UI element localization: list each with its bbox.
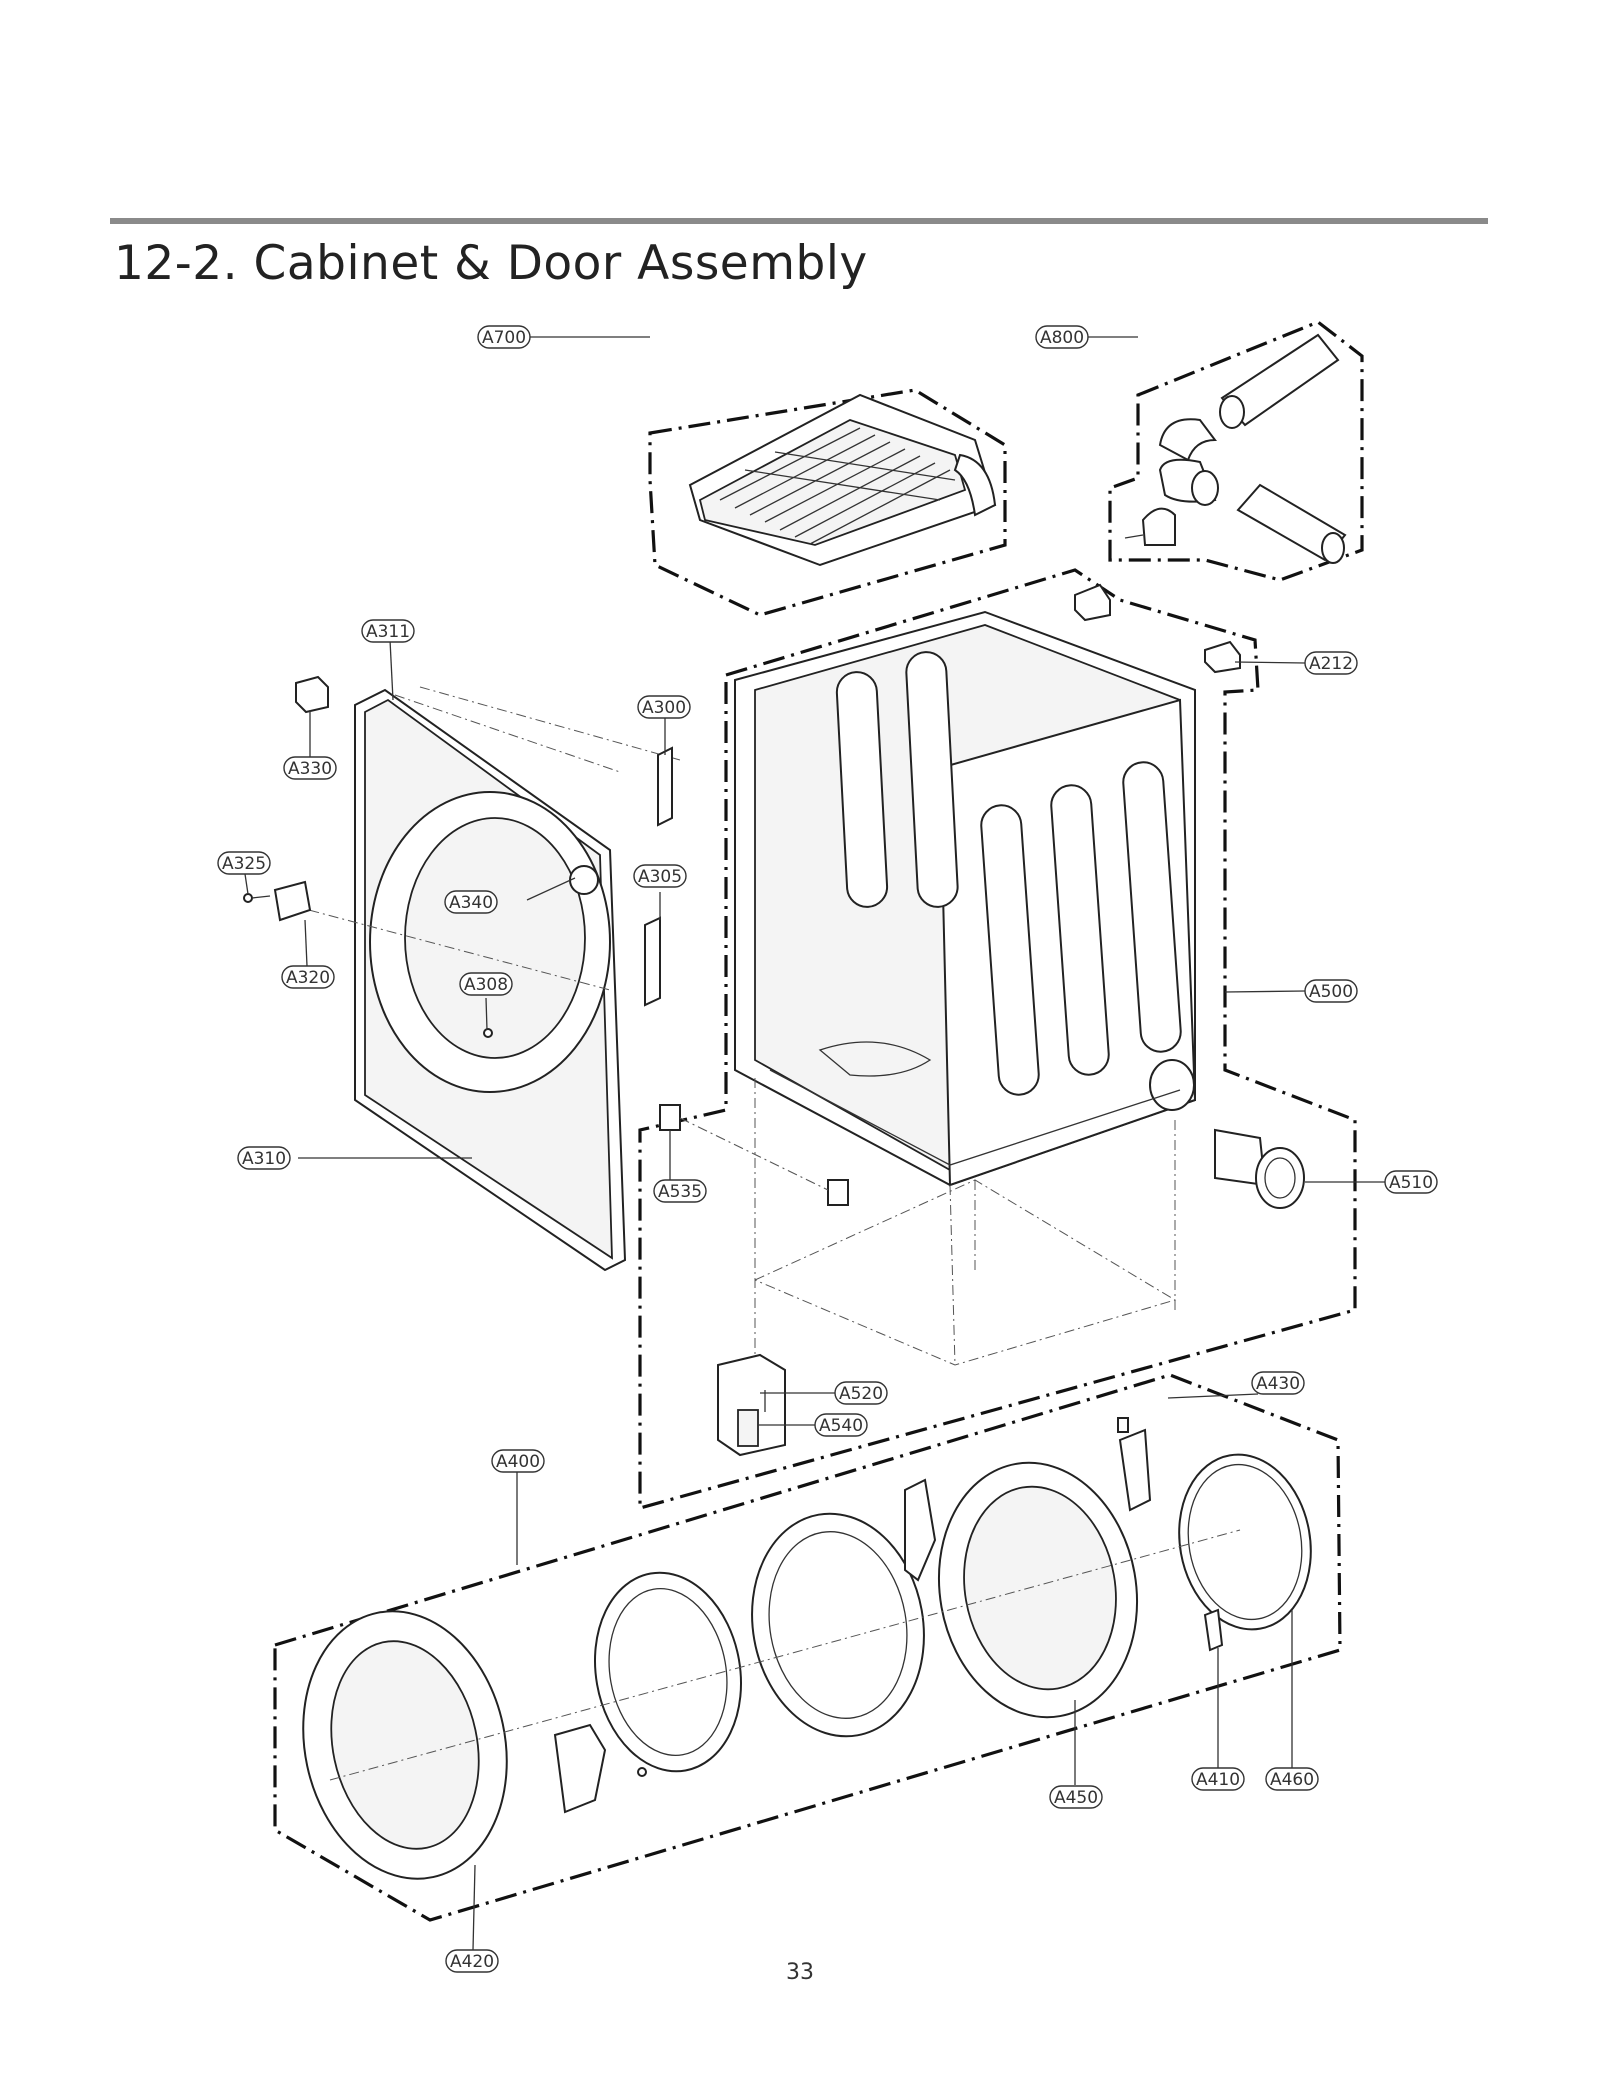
svg-text:A450: A450 bbox=[1054, 1788, 1098, 1808]
label-a520: A520 bbox=[834, 1381, 888, 1405]
svg-text:A310: A310 bbox=[242, 1149, 286, 1169]
svg-text:A305: A305 bbox=[638, 867, 682, 887]
svg-text:A410: A410 bbox=[1196, 1770, 1240, 1790]
label-a340: A340 bbox=[444, 890, 498, 914]
label-a450: A450 bbox=[1049, 1785, 1103, 1809]
label-a330: A330 bbox=[283, 756, 337, 780]
svg-text:A430: A430 bbox=[1256, 1374, 1300, 1394]
hinge-bracket-part bbox=[1074, 583, 1241, 674]
label-a800: A800 bbox=[1035, 325, 1089, 349]
page-number: 33 bbox=[786, 1960, 814, 1985]
svg-text:A800: A800 bbox=[1040, 328, 1084, 348]
top-cover-part bbox=[688, 393, 997, 567]
label-a500: A500 bbox=[1304, 979, 1358, 1003]
svg-text:A500: A500 bbox=[1309, 982, 1353, 1002]
label-a320: A320 bbox=[281, 965, 335, 989]
label-a420: A420 bbox=[445, 1949, 499, 1973]
door-assembly-parts bbox=[302, 1417, 1312, 1880]
svg-text:A540: A540 bbox=[819, 1416, 863, 1436]
cabinet-body-part bbox=[734, 610, 1197, 1187]
label-a540: A540 bbox=[814, 1413, 868, 1437]
svg-text:A400: A400 bbox=[496, 1452, 540, 1472]
svg-text:A340: A340 bbox=[449, 893, 493, 913]
leg-bracket-part bbox=[717, 1353, 786, 1457]
label-a510: A510 bbox=[1384, 1170, 1438, 1194]
label-a310: A310 bbox=[237, 1146, 291, 1170]
title-rule bbox=[110, 218, 1488, 224]
label-a311: A311 bbox=[361, 619, 415, 643]
svg-text:A325: A325 bbox=[222, 854, 266, 874]
svg-text:A212: A212 bbox=[1309, 654, 1353, 674]
exhaust-duct-part bbox=[1124, 333, 1347, 564]
label-a400: A400 bbox=[491, 1449, 545, 1473]
label-a700: A700 bbox=[477, 325, 531, 349]
svg-text:A308: A308 bbox=[464, 975, 508, 995]
svg-text:A420: A420 bbox=[450, 1952, 494, 1972]
label-a212: A212 bbox=[1304, 651, 1358, 675]
svg-text:A700: A700 bbox=[482, 328, 526, 348]
svg-text:A311: A311 bbox=[366, 622, 410, 642]
cabinet-base-projection bbox=[754, 1078, 1177, 1366]
side-bracket-parts bbox=[243, 675, 673, 1038]
svg-text:A300: A300 bbox=[642, 698, 686, 718]
svg-text:A520: A520 bbox=[839, 1384, 883, 1404]
label-a410: A410 bbox=[1191, 1767, 1245, 1791]
svg-text:A460: A460 bbox=[1270, 1770, 1314, 1790]
page-title: 12-2. Cabinet & Door Assembly bbox=[114, 236, 868, 291]
group-boundary-a700 bbox=[648, 388, 1007, 617]
label-a325: A325 bbox=[217, 851, 271, 875]
svg-text:A535: A535 bbox=[658, 1182, 702, 1202]
label-a305: A305 bbox=[633, 864, 687, 888]
label-a300: A300 bbox=[637, 695, 691, 719]
label-a430: A430 bbox=[1251, 1371, 1305, 1395]
svg-text:A320: A320 bbox=[286, 968, 330, 988]
label-a460: A460 bbox=[1265, 1767, 1319, 1791]
svg-text:A330: A330 bbox=[288, 759, 332, 779]
group-boundary-a800 bbox=[1108, 320, 1364, 582]
label-a308: A308 bbox=[459, 972, 513, 996]
svg-text:A510: A510 bbox=[1389, 1173, 1433, 1193]
leader-lines bbox=[244, 336, 1385, 1951]
vent-ring-part bbox=[1214, 1128, 1305, 1209]
label-a535: A535 bbox=[653, 1179, 707, 1203]
group-boundary-a500 bbox=[638, 568, 1357, 1511]
